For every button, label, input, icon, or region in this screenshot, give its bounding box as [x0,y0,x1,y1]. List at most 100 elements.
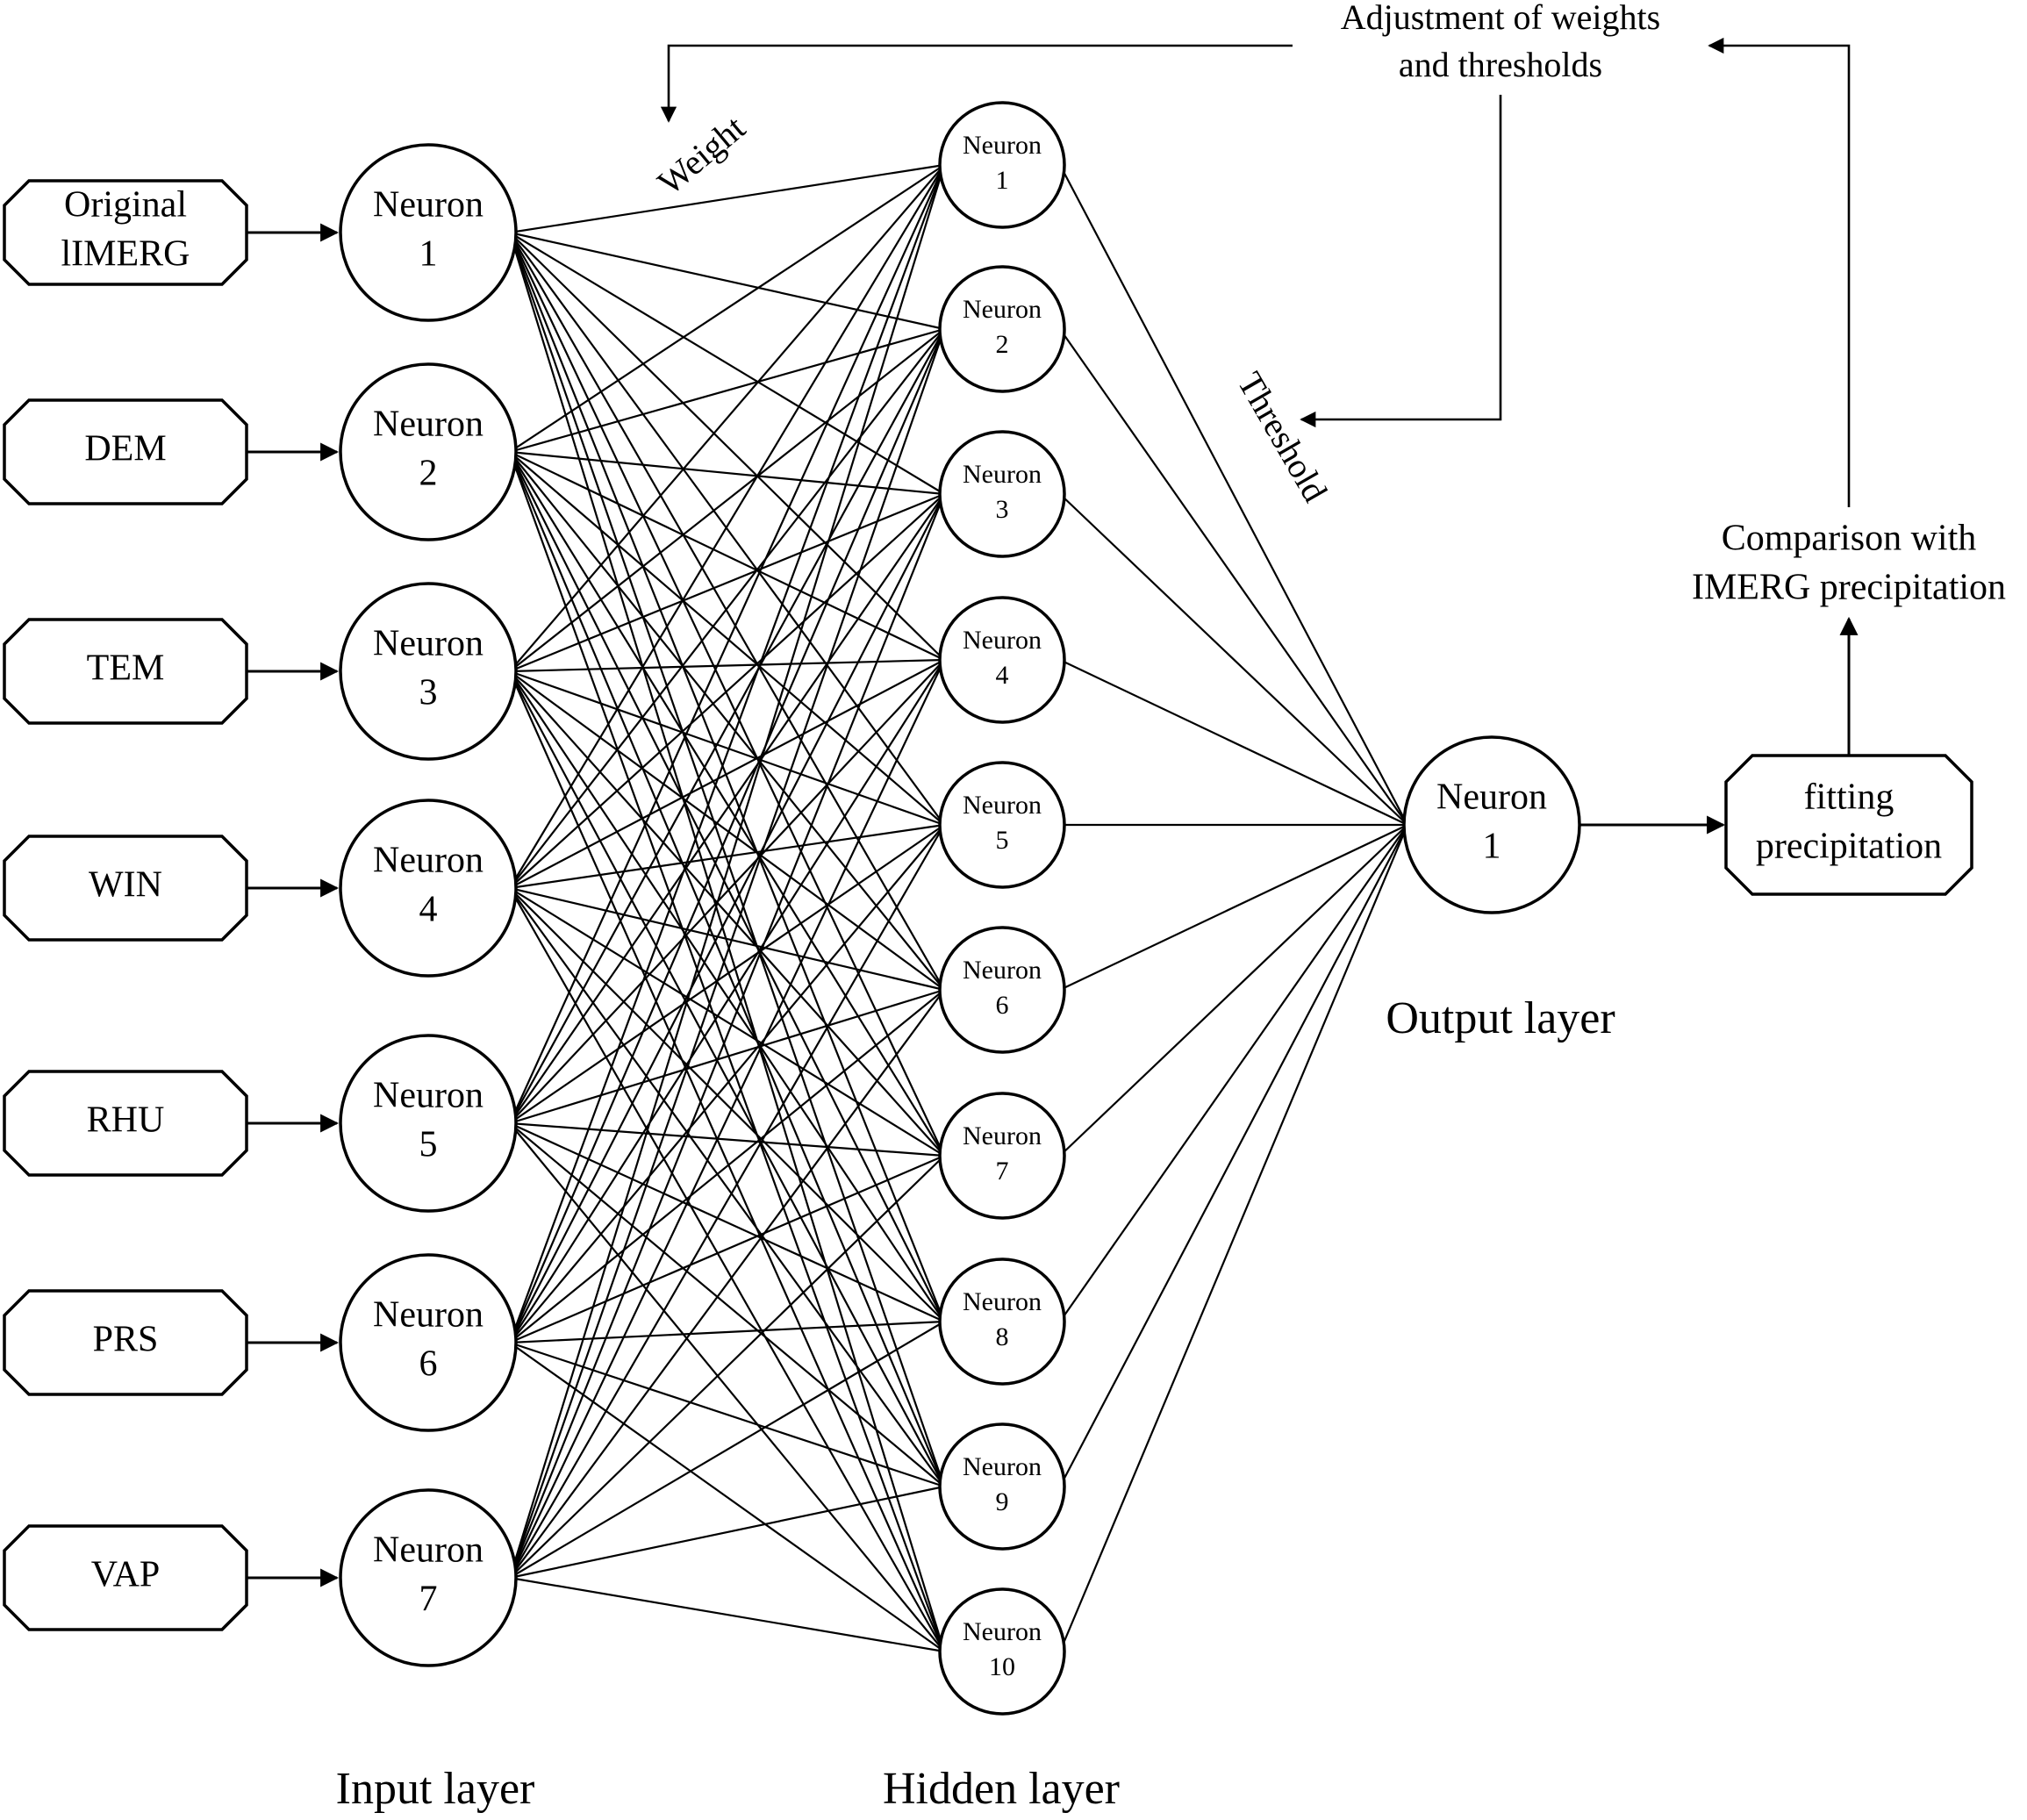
input-box-3 [3,618,248,725]
neuron-label: Neuron [373,185,483,226]
input-box-label: WIN [89,865,162,906]
edge-input-6-hidden-4 [509,659,945,1344]
input-neuron-5 [339,1034,518,1213]
edge-input-3-hidden-1 [509,164,945,672]
threshold-adjustment-arrow [1300,95,1502,428]
edge-input-4-hidden-4 [509,659,945,889]
edge-input-6-hidden-2 [508,328,946,1344]
input-box-6 [3,1289,248,1396]
neuron-label: Neuron [963,1617,1042,1646]
edge-input-1-hidden-3 [509,232,945,495]
connection-lines [508,163,1409,1653]
input-neuron-1 [339,143,518,322]
input-neuron-3 [339,582,518,761]
edge-input-1-hidden-9 [508,232,946,1487]
input-box-label: VAP [91,1555,161,1595]
edge-hidden-2-output-1 [1059,328,1408,826]
edge-input-5-hidden-1 [508,164,946,1124]
edge-input-4-hidden-6 [509,886,945,992]
neuron-label: Neuron [963,626,1042,655]
edge-input-7-hidden-6 [509,989,945,1579]
threshold-label: Threshold [1230,365,1336,508]
edge-input-6-hidden-1 [508,164,946,1344]
edge-input-5-hidden-6 [509,988,945,1125]
hidden-neuron-1 [938,101,1066,229]
edge-input-4-hidden-1 [509,164,945,889]
edge-input-1-hidden-1 [509,163,945,234]
edge-input-2-hidden-8 [509,451,945,1322]
edge-input-1-hidden-6 [509,232,945,991]
nodes: OriginallIMERGDEMTEMWINRHUPRSVAPNeuron1N… [3,37,1973,1716]
input-box-label: Original [64,185,187,226]
comparison-label: IMERG precipitation [1692,568,2006,608]
edge-input-6-hidden-10 [509,1342,945,1652]
edge-hidden-10-output-1 [1058,824,1409,1652]
weight-adjustment-arrow [660,44,1293,123]
neuron-label: Neuron [373,1530,483,1571]
fitting-precipitation-label: precipitation [1756,827,1942,867]
neuron-label: Neuron [963,956,1042,985]
neuron-number: 6 [996,991,1009,1020]
neuron-number: 8 [996,1322,1009,1351]
edge-input-3-hidden-6 [509,670,945,991]
edge-input-1-hidden-2 [509,231,945,331]
edge-input-3-hidden-8 [509,670,945,1322]
input-box-7 [3,1524,248,1631]
input-neuron-7 [339,1488,518,1667]
edge-input-2-hidden-1 [509,164,945,453]
neuron-label: Neuron [373,1295,483,1336]
edge-input-5-hidden-3 [509,493,945,1124]
edge-input-5-hidden-2 [509,328,945,1124]
edge-input-1-hidden-5 [509,232,945,826]
edge-input-7-hidden-5 [509,824,945,1579]
neuron-number: 5 [996,826,1009,855]
edge-input-3-hidden-2 [509,328,945,672]
input-box-1 [3,179,248,286]
input-neuron-6 [339,1253,518,1432]
neuron-label: Neuron [963,460,1042,489]
input-box-2 [3,398,248,505]
neuron-label: Neuron [373,624,483,664]
neuron-number: 2 [419,454,438,494]
neuron-label: Neuron [963,1452,1042,1481]
neuron-number: 1 [1483,827,1501,867]
edge-input-2-hidden-6 [509,451,945,991]
edge-input-3-hidden-5 [509,670,945,827]
adjustment-label: Adjustment of weights [1341,0,1660,37]
edge-input-7-hidden-2 [508,328,946,1579]
neuron-number: 6 [419,1344,438,1385]
edge-input-2-hidden-10 [508,451,946,1652]
neuron-number: 9 [996,1487,1009,1516]
input-box-4 [3,835,248,942]
neuron-number: 4 [419,890,438,930]
neuron-label: Neuron [1436,777,1547,818]
edge-input-3-hidden-3 [509,492,945,673]
edge-input-4-hidden-10 [509,887,945,1652]
hidden-neuron-2 [938,265,1066,393]
edge-input-2-hidden-3 [509,450,945,496]
neuron-label: Neuron [963,1287,1042,1316]
neuron-number: 7 [996,1157,1009,1186]
hidden-neuron-4 [938,596,1066,724]
edge-input-6-hidden-7 [509,1154,945,1344]
neuron-number: 3 [419,673,438,713]
output-neuron-1 [1402,735,1581,914]
edge-input-6-hidden-6 [509,989,945,1344]
neuron-number: 1 [419,234,438,275]
edge-input-4-hidden-7 [509,887,945,1157]
edge-input-5-hidden-10 [509,1122,945,1652]
edge-input-3-hidden-7 [509,670,945,1157]
edge-input-6-hidden-3 [509,493,945,1344]
neuron-number: 7 [419,1580,438,1620]
neuron-label: Neuron [963,1121,1042,1150]
fitting-precipitation-label: fitting [1804,777,1894,818]
edge-input-3-hidden-10 [508,670,946,1652]
edge-input-5-hidden-5 [509,824,945,1124]
edge-input-2-hidden-5 [509,451,945,826]
edge-input-2-hidden-9 [508,451,946,1487]
edge-input-1-hidden-4 [509,232,945,661]
hidden-neuron-9 [938,1422,1066,1551]
comparison-label: Comparison with [1722,519,1977,559]
